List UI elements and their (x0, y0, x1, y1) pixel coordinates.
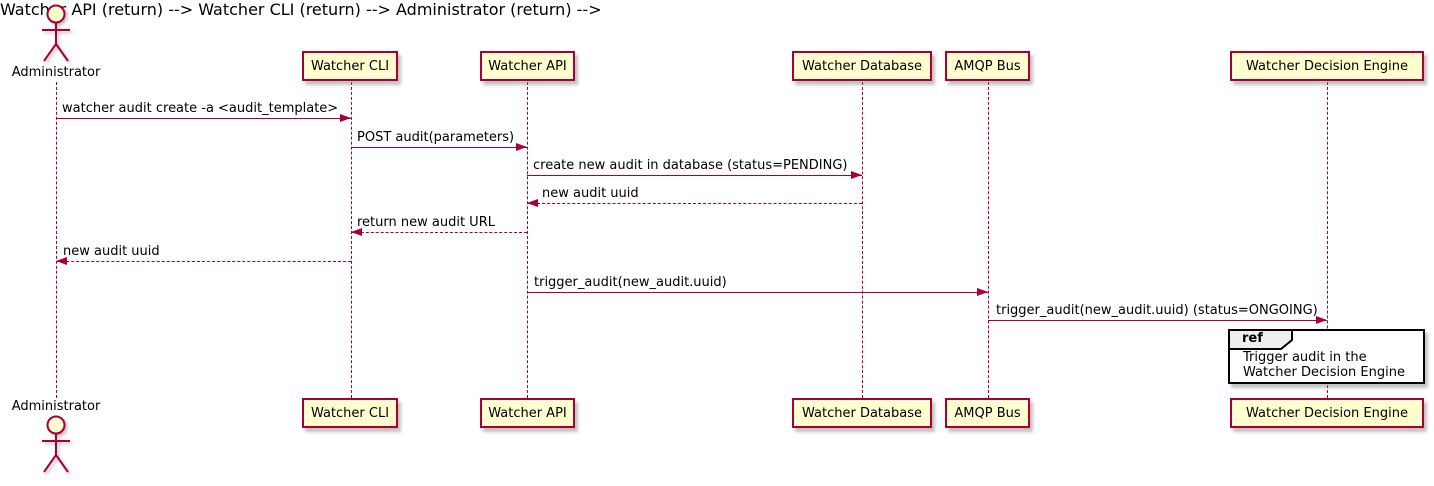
message-5-arrowhead (351, 228, 362, 236)
participant-watcher-decision-engine-top: Watcher Decision Engine (1230, 51, 1424, 81)
lifeline-watcher-decision-engine (1326, 82, 1328, 398)
message-2-line (351, 147, 527, 148)
participant-label: Watcher Database (802, 58, 922, 74)
message-6-line (56, 261, 351, 262)
participant-watcher-database-bottom: Watcher Database (792, 398, 932, 428)
participant-label: AMQP Bus (954, 58, 1021, 74)
message-4-line (527, 203, 862, 204)
ref-fragment: ref Trigger audit in the Watcher Decisio… (1228, 329, 1425, 384)
message-3-line (527, 175, 862, 176)
actor-icon (42, 415, 70, 473)
lifeline-watcher-cli (350, 82, 352, 398)
participant-amqp-bus-bottom: AMQP Bus (945, 398, 1030, 428)
message-8-line (988, 320, 1327, 321)
lifeline-watcher-api (526, 82, 528, 398)
ref-text-line-2: Watcher Decision Engine (1243, 365, 1405, 380)
participant-label: Watcher Database (802, 405, 922, 421)
actor-label-bottom: Administrator (11, 399, 101, 414)
ref-text-line-1: Trigger audit in the (1243, 350, 1367, 365)
lifeline-amqp-bus (987, 82, 989, 398)
message-4-arrowhead (527, 199, 538, 207)
message-6-label: new audit uuid (63, 244, 160, 259)
participant-watcher-database-top: Watcher Database (792, 51, 932, 81)
participant-label: Watcher Decision Engine (1246, 405, 1408, 421)
actor-icon (42, 4, 70, 62)
participant-amqp-bus-top: AMQP Bus (945, 51, 1030, 81)
message-5-label: return new audit URL (357, 215, 495, 230)
message-2-arrowhead (516, 143, 527, 151)
participant-label: Watcher Decision Engine (1246, 58, 1408, 74)
participant-watcher-api-top: Watcher API (480, 51, 575, 81)
participant-watcher-cli-top: Watcher CLI (302, 51, 398, 81)
message-7-label: trigger_audit(new_audit.uuid) (534, 275, 727, 290)
message-4-label: new audit uuid (542, 186, 639, 201)
participant-label: Watcher API (488, 58, 567, 74)
message-5-line (351, 232, 527, 233)
message-2-label: POST audit(parameters) (357, 130, 515, 145)
participant-label: AMQP Bus (954, 405, 1021, 421)
participant-watcher-api-bottom: Watcher API (480, 398, 575, 428)
ref-keyword: ref (1242, 331, 1263, 346)
message-6-arrowhead (56, 257, 67, 265)
message-1-label: watcher audit create -a <audit_template> (62, 101, 339, 116)
participant-label: Watcher CLI (310, 405, 390, 421)
message-3-label: create new audit in database (status=PEN… (533, 158, 848, 173)
message-1-arrowhead (340, 114, 351, 122)
lifeline-administrator (55, 82, 57, 398)
message-8-arrowhead (1316, 316, 1327, 324)
message-8-label: trigger_audit(new_audit.uuid) (status=ON… (996, 303, 1318, 318)
participant-watcher-cli-bottom: Watcher CLI (302, 398, 398, 428)
message-1-line (56, 118, 351, 119)
participant-label: Watcher API (488, 405, 567, 421)
message-7-arrowhead (977, 288, 988, 296)
lifeline-watcher-database (861, 82, 863, 398)
actor-label-top: Administrator (11, 65, 101, 80)
participant-watcher-decision-engine-bottom: Watcher Decision Engine (1230, 398, 1424, 428)
message-3-arrowhead (851, 171, 862, 179)
participant-label: Watcher CLI (310, 58, 390, 74)
message-7-line (527, 292, 988, 293)
ref-header-pentagon (1228, 329, 1293, 350)
